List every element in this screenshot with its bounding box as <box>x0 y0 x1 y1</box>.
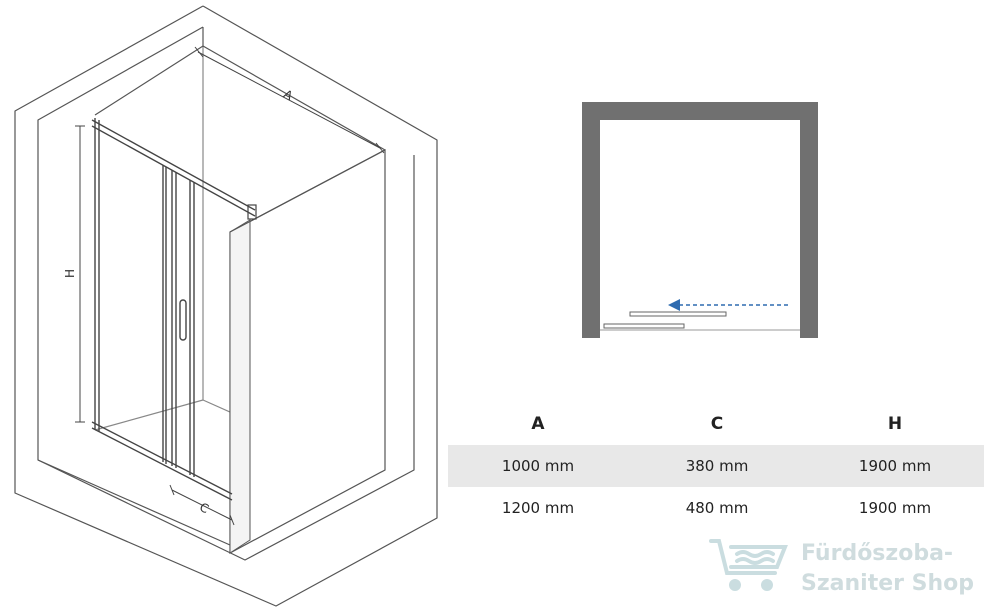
table-row: 1200 mm 480 mm 1900 mm <box>448 487 984 529</box>
dimension-label-h: H <box>63 269 77 278</box>
isometric-enclosure-drawing: A H C <box>14 5 438 607</box>
outer-wall-outline <box>14 5 438 607</box>
column-header-a: A <box>531 414 545 434</box>
table-row: 1000 mm 380 mm 1900 mm <box>448 445 984 487</box>
table-cell: 1000 mm <box>448 445 628 487</box>
wall-profile-clamp <box>247 204 257 220</box>
sliding-door <box>91 118 256 501</box>
dimension-label-a: A <box>281 87 296 104</box>
column-header-h: H <box>887 414 903 434</box>
shop-watermark: Fürdőszoba- Szaniter Shop <box>705 527 995 607</box>
arrow-head-icon <box>668 299 680 311</box>
column-header-c: C <box>710 414 724 434</box>
dimension-a <box>194 46 385 154</box>
inner-wall-outline <box>37 26 231 546</box>
dimension-table: A C H 1000 mm 380 mm 1900 mm 1200 mm 480… <box>448 403 984 529</box>
door-handle <box>179 299 187 341</box>
table-cell: 1900 mm <box>806 445 984 487</box>
dimension-h <box>75 125 85 423</box>
side-wall-panel <box>229 149 386 555</box>
plan-fixed-panel <box>603 323 685 329</box>
plan-view-drawing <box>582 102 818 338</box>
table-cell: 1200 mm <box>501 499 575 517</box>
plan-back-wall <box>582 102 818 120</box>
watermark-text-line2: Szaniter Shop <box>801 571 975 596</box>
plan-left-wall <box>582 102 600 338</box>
floor-outline <box>37 155 415 561</box>
plan-sliding-panel <box>629 311 727 317</box>
table-header-row: A C H <box>448 403 984 445</box>
table-cell: 480 mm <box>685 499 749 517</box>
watermark-text-line1: Fürdőszoba- <box>801 541 954 566</box>
table-cell: 380 mm <box>628 445 806 487</box>
bathtub-logo-icon <box>709 539 788 591</box>
dimension-c <box>169 484 235 526</box>
plan-right-wall <box>800 102 818 338</box>
table-cell: 1900 mm <box>858 499 932 517</box>
